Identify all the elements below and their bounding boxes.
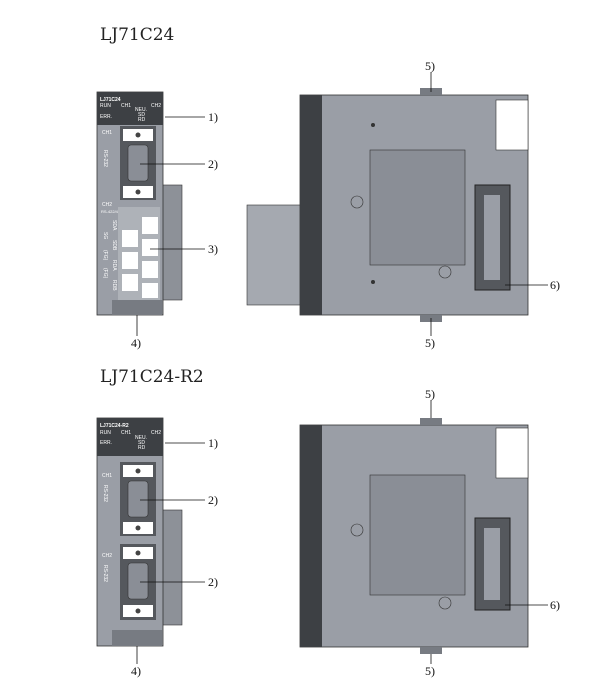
led-neu: NEU.	[135, 435, 147, 441]
led-rd: RD	[138, 445, 146, 451]
port1-type: RS-232	[102, 150, 108, 167]
port2-type: RS-422/485	[101, 209, 123, 214]
callout-5-top: 5)	[425, 59, 435, 73]
terminal-fg2: (FG)	[102, 268, 108, 279]
port1-label: CH1	[102, 473, 112, 479]
ch2-label: CH2	[151, 430, 161, 436]
callout-1: 1)	[208, 436, 218, 450]
module-title: LJ71C24-R2	[100, 367, 204, 387]
callout-6: 6)	[550, 598, 560, 612]
callout-4: 4)	[131, 336, 141, 350]
model-label: LJ71C24-R2	[100, 423, 129, 429]
side-view-lj71c24-r2	[299, 418, 529, 654]
ch1-label: CH1	[121, 103, 131, 109]
callout-5-bottom: 5)	[425, 664, 435, 678]
callout-3: 3)	[208, 242, 218, 256]
callout-2: 2)	[208, 157, 218, 171]
ch1-label: CH1	[121, 430, 131, 436]
callouts-lj71c24-r2: 1) 2) 2) 4) 5) 5) 6)	[131, 387, 560, 678]
front-view-lj71c24-r2: LJ71C24-R2 RUN ERR. CH1 CH2 NEU. SD RD C…	[96, 417, 183, 647]
terminal-sdb: SDB	[111, 240, 117, 251]
side-view-lj71c24	[246, 88, 529, 322]
callout-2-ch1: 2)	[208, 493, 218, 507]
port2-type: RS-232	[102, 565, 108, 582]
callout-5-bottom: 5)	[425, 336, 435, 350]
err-led: ERR.	[100, 440, 112, 446]
run-led: RUN	[100, 103, 111, 109]
callout-1: 1)	[208, 110, 218, 124]
port2-label: CH2	[102, 553, 112, 559]
led-sd: SD	[138, 112, 145, 118]
callout-6: 6)	[550, 278, 560, 292]
callout-5-top: 5)	[425, 387, 435, 401]
terminal-fg1: (FG)	[102, 250, 108, 261]
port1-type: RS-232	[102, 485, 108, 502]
port2-label: CH2	[102, 202, 112, 208]
port1-label: CH1	[102, 130, 112, 136]
ch2-label: CH2	[151, 103, 161, 109]
module-title: LJ71C24	[100, 25, 174, 45]
led-sd: SD	[138, 440, 145, 446]
led-panel	[97, 418, 163, 456]
led-rd: RD	[138, 117, 146, 123]
terminal-sg: SG	[102, 232, 108, 239]
run-led: RUN	[100, 430, 111, 436]
callout-4: 4)	[131, 664, 141, 678]
front-view-lj71c24: LJ71C24 RUN ERR. CH1 CH2 NEU. SD RD CH1 …	[96, 91, 183, 316]
terminal-sda: SDA	[111, 220, 117, 231]
err-led: ERR.	[100, 114, 112, 120]
led-neu: NEU.	[135, 107, 147, 113]
terminal-rda: RDA	[111, 260, 117, 271]
callout-2-ch2: 2)	[208, 575, 218, 589]
led-panel	[97, 92, 163, 125]
model-label: LJ71C24	[100, 97, 121, 103]
terminal-rdb: RDB	[111, 280, 117, 291]
callouts-lj71c24: 1) 2) 3) 4) 5) 5) 6)	[131, 59, 560, 350]
